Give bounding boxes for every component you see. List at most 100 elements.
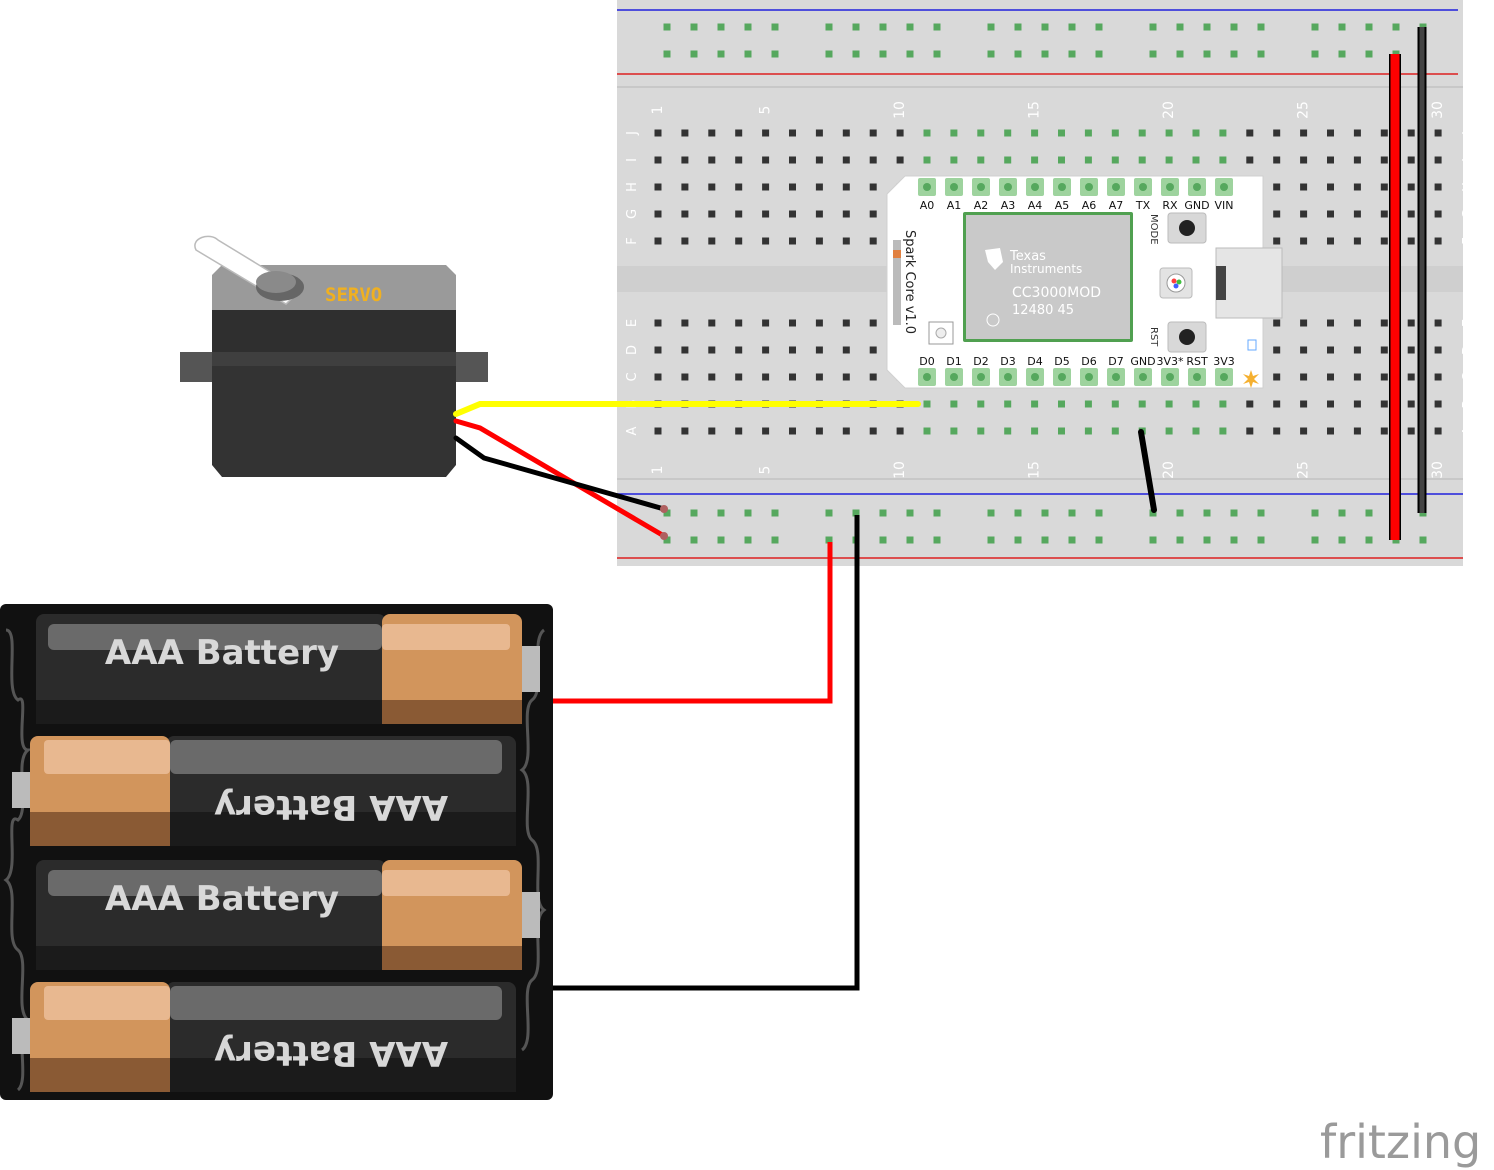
pin-hole	[1193, 183, 1201, 191]
column-label: 15	[1027, 461, 1043, 479]
breadboard-hole	[1380, 183, 1388, 191]
breadboard-hole	[1327, 183, 1334, 191]
breadboard-hole	[1353, 156, 1361, 164]
breadboard-hole	[1219, 427, 1227, 435]
mode-label: MODE	[1148, 214, 1159, 245]
breadboard-hole	[1058, 427, 1065, 435]
rail-hole	[717, 50, 725, 58]
rail-hole	[879, 23, 887, 31]
column-label: 25	[1296, 101, 1312, 119]
rail-hole	[1392, 23, 1400, 31]
rail-hole	[1095, 509, 1103, 517]
breadboard-hole	[1192, 400, 1200, 408]
breadboard-hole	[923, 427, 931, 435]
rail-hole	[1176, 50, 1184, 58]
breadboard-hole	[1273, 400, 1281, 408]
cc3000-module	[966, 215, 1130, 339]
breadboard-hole	[1327, 129, 1334, 137]
breadboard-hole	[735, 319, 743, 327]
pin-hole	[977, 373, 985, 381]
rail-hole	[1230, 23, 1238, 31]
wire-servo-ground-black	[453, 435, 667, 512]
breadboard-hole	[1031, 156, 1039, 164]
breadboard-hole	[681, 319, 689, 327]
pin-label-top: A2	[974, 199, 989, 212]
row-label: H	[1461, 182, 1476, 192]
rail-hole	[1014, 50, 1022, 58]
pin-label-bottom: D7	[1108, 355, 1123, 368]
column-label: 10	[892, 101, 908, 119]
breadboard-hole	[681, 237, 689, 245]
column-label: 5	[758, 106, 774, 115]
breadboard-hole	[1300, 129, 1308, 137]
rail-hole	[1014, 509, 1022, 517]
rail-hole	[690, 536, 698, 544]
breadboard-hole	[1327, 400, 1334, 408]
rail-hole	[1203, 50, 1211, 58]
pin-hole	[1085, 373, 1093, 381]
breadboard-hole	[654, 129, 662, 137]
breadboard-hole	[977, 156, 985, 164]
breadboard-hole	[977, 129, 985, 137]
pin-hole	[1220, 183, 1228, 191]
breadboard-hole	[1353, 210, 1361, 218]
breadboard-hole	[762, 373, 770, 381]
breadboard-hole	[789, 319, 796, 327]
rail-hole	[1095, 23, 1103, 31]
breadboard-hole	[708, 129, 716, 137]
breadboard-hole	[762, 183, 770, 191]
breadboard-hole	[1004, 400, 1012, 408]
breadboard-hole	[735, 346, 743, 354]
column-label: 10	[892, 461, 908, 479]
breadboard-hole	[1407, 373, 1415, 381]
breadboard-hole	[842, 129, 850, 137]
pin-label-top: A5	[1055, 199, 1070, 212]
breadboard-hole	[1380, 156, 1388, 164]
column-label: 1	[650, 106, 666, 115]
breadboard-hole	[1407, 319, 1415, 327]
breadboard-hole	[789, 183, 796, 191]
rail-hole	[987, 50, 995, 58]
pin-hole	[1058, 183, 1066, 191]
breadboard-hole	[1407, 400, 1415, 408]
breadboard-hole	[869, 210, 877, 218]
pin-hole	[1031, 183, 1039, 191]
breadboard-hole	[1353, 183, 1361, 191]
breadboard-hole	[1300, 427, 1308, 435]
breadboard-hole	[950, 427, 958, 435]
breadboard-hole	[1246, 427, 1254, 435]
breadboard-hole	[1434, 427, 1442, 435]
breadboard-hole	[842, 237, 850, 245]
wire-core-ground-black	[1138, 429, 1157, 513]
breadboard-hole	[1219, 129, 1227, 137]
breadboard-hole	[1031, 129, 1039, 137]
row-label: E	[625, 319, 640, 327]
rail-hole	[1068, 509, 1076, 517]
breadboard-hole	[869, 427, 877, 435]
breadboard-hole	[1004, 156, 1012, 164]
rail-hole	[717, 536, 725, 544]
breadboard-hole	[896, 129, 904, 137]
rail-hole	[1338, 50, 1346, 58]
rail-hole	[852, 23, 860, 31]
rail-hole	[663, 536, 671, 544]
breadboard-hole	[1111, 400, 1119, 408]
column-label: 30	[1430, 461, 1446, 479]
rail-hole	[1311, 536, 1319, 544]
breadboard-hole	[708, 156, 716, 164]
row-label: F	[1461, 237, 1476, 244]
pin-label-top: VIN	[1215, 199, 1234, 212]
breadboard-hole	[1111, 427, 1119, 435]
breadboard-hole	[923, 400, 931, 408]
rail-hole	[1365, 509, 1373, 517]
rail-hole	[1257, 536, 1265, 544]
breadboard-hole	[1219, 400, 1227, 408]
breadboard-hole	[762, 210, 770, 218]
breadboard-hole	[1353, 427, 1361, 435]
breadboard-hole	[842, 427, 850, 435]
breadboard-hole	[1434, 400, 1442, 408]
rail-hole	[1095, 536, 1103, 544]
breadboard-hole	[1380, 210, 1388, 218]
breadboard-hole	[869, 373, 877, 381]
breadboard-hole	[1084, 427, 1092, 435]
